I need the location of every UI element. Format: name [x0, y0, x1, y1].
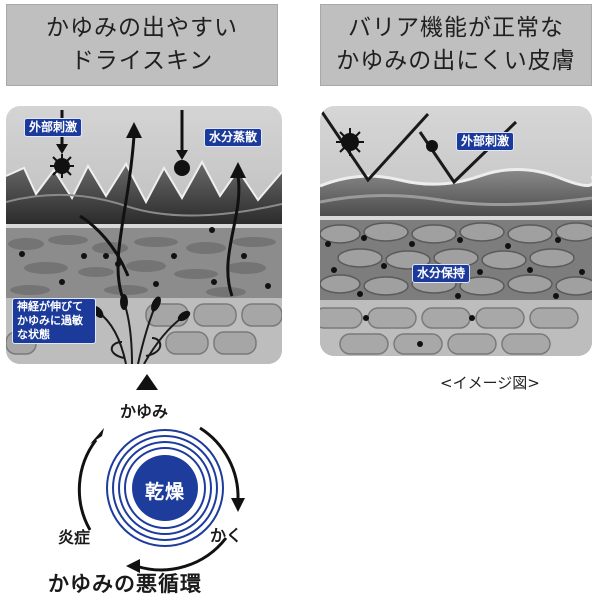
dry-skin-title: かゆみの出やすい ドライスキン — [6, 4, 278, 86]
arrow-head-icon — [231, 498, 245, 512]
external-stimulus-label: 外部刺激 — [24, 118, 83, 137]
itch-cycle-title: かゆみの悪循環 — [48, 572, 202, 596]
dry-skin-illustration: 外部刺激 水分蒸散 神経が伸びてかゆみに過敏な状態 — [6, 106, 282, 364]
arrow-head-icon — [126, 559, 140, 573]
cycle-itch-label: かゆみ — [120, 402, 169, 421]
cycle-scratch-label: かく — [210, 526, 243, 545]
image-caption: <イメージ図> — [440, 374, 540, 392]
water-evaporation-label: 水分蒸散 — [204, 128, 263, 147]
healthy-skin-title-line1: バリア機能が正常な — [348, 15, 564, 41]
dry-skin-title-line2: ドライスキン — [70, 48, 214, 74]
water-retention-label: 水分保持 — [412, 264, 471, 283]
healthy-skin-illustration: 外部刺激 水分保持 — [320, 106, 592, 356]
cycle-inflammation-label: 炎症 — [58, 528, 91, 547]
external-stimulus-label: 外部刺激 — [456, 132, 515, 151]
hypersensitive-nerve-label: 神経が伸びてかゆみに過敏な状態 — [12, 298, 96, 344]
itch-cycle-diagram: かゆみ 乾燥 かく 炎症 — [50, 370, 260, 601]
up-triangle-icon — [136, 374, 158, 390]
cycle-dryness-label: 乾燥 — [144, 481, 185, 503]
healthy-skin-title-line2: かゆみの出にくい皮膚 — [336, 48, 576, 74]
healthy-skin-title: バリア機能が正常な かゆみの出にくい皮膚 — [320, 4, 592, 86]
dry-skin-title-line1: かゆみの出やすい — [46, 15, 238, 41]
arrow-head-icon — [90, 428, 104, 444]
dryness-core-icon — [106, 429, 224, 547]
